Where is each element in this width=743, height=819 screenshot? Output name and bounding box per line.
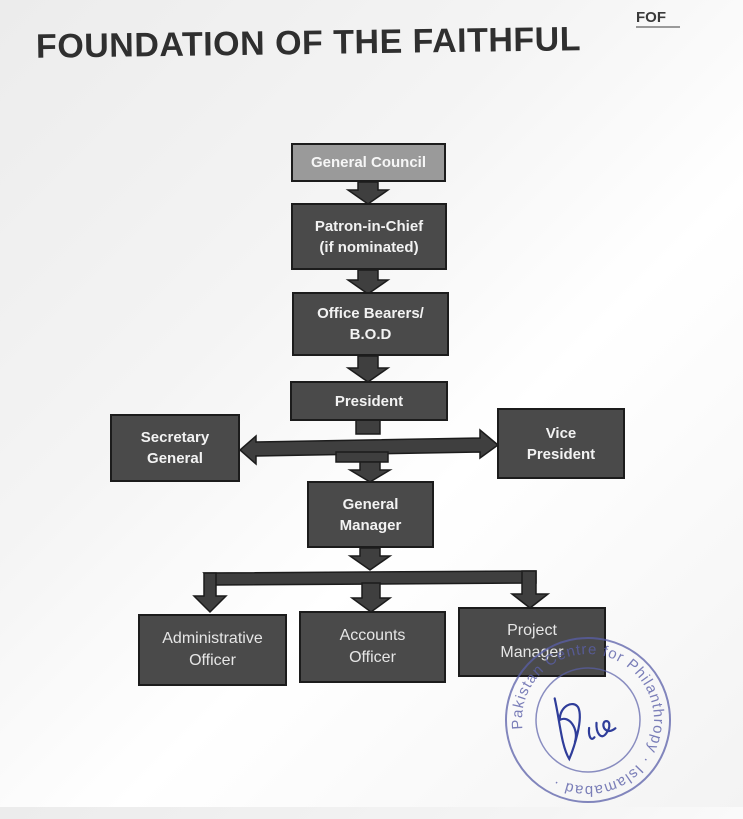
logo-text: FOF [636,9,666,26]
box-accounts-officer: Accounts Officer [299,611,446,683]
box-general-council: General Council [291,143,446,182]
horizontal-mid-block [335,451,389,463]
president-stem [355,419,381,435]
arrow-bearers-to-president [345,355,391,383]
box-project-manager: Project Manager [458,607,606,677]
label-president: President [334,392,404,410]
label-project-manager: Project Manager [500,621,564,661]
box-administrative-officer: Administrative Officer [138,614,287,686]
arrow-to-accounts [349,582,393,613]
box-vice-president: Vice President [497,408,625,479]
arrow-horizontal-double [238,428,500,466]
stamp-text: Pakistan Centre for Philanthropy · Islam… [499,631,678,810]
arrow-gm-down [347,547,393,571]
box-secretary-general: Secretary General [110,414,240,482]
arrow-patron-to-bearers [345,269,391,295]
official-stamp: Pakistan Centre for Philanthropy · Islam… [499,631,678,810]
label-general-manager: General Manager [339,495,402,534]
fof-logo: FOF [636,9,680,28]
label-secretary-general: Secretary General [140,429,210,467]
label-vice-president: Vice President [526,424,596,463]
label-accounts-officer: Accounts Officer [339,626,406,666]
arrow-to-project [509,570,551,609]
label-administrative-officer: Administrative Officer [162,629,263,669]
svg-text:Pakistan Centre for Philanthro: Pakistan Centre for Philanthropy · Islam… [499,631,678,810]
box-president: President [290,381,448,421]
label-general-council: General Council [310,154,427,171]
signature-mark [553,697,617,762]
box-office-bearers: Office Bearers/ B.O.D [292,292,449,356]
label-patron-in-chief: Patron-in-Chief (if nominated) [314,217,424,256]
box-general-manager: General Manager [307,481,434,548]
box-patron-in-chief: Patron-in-Chief (if nominated) [291,203,447,270]
arrow-to-general-manager [347,461,393,483]
label-office-bearers: Office Bearers/ B.O.D [317,305,424,343]
arrow-council-to-patron [345,181,391,205]
arrow-to-admin [192,572,228,614]
